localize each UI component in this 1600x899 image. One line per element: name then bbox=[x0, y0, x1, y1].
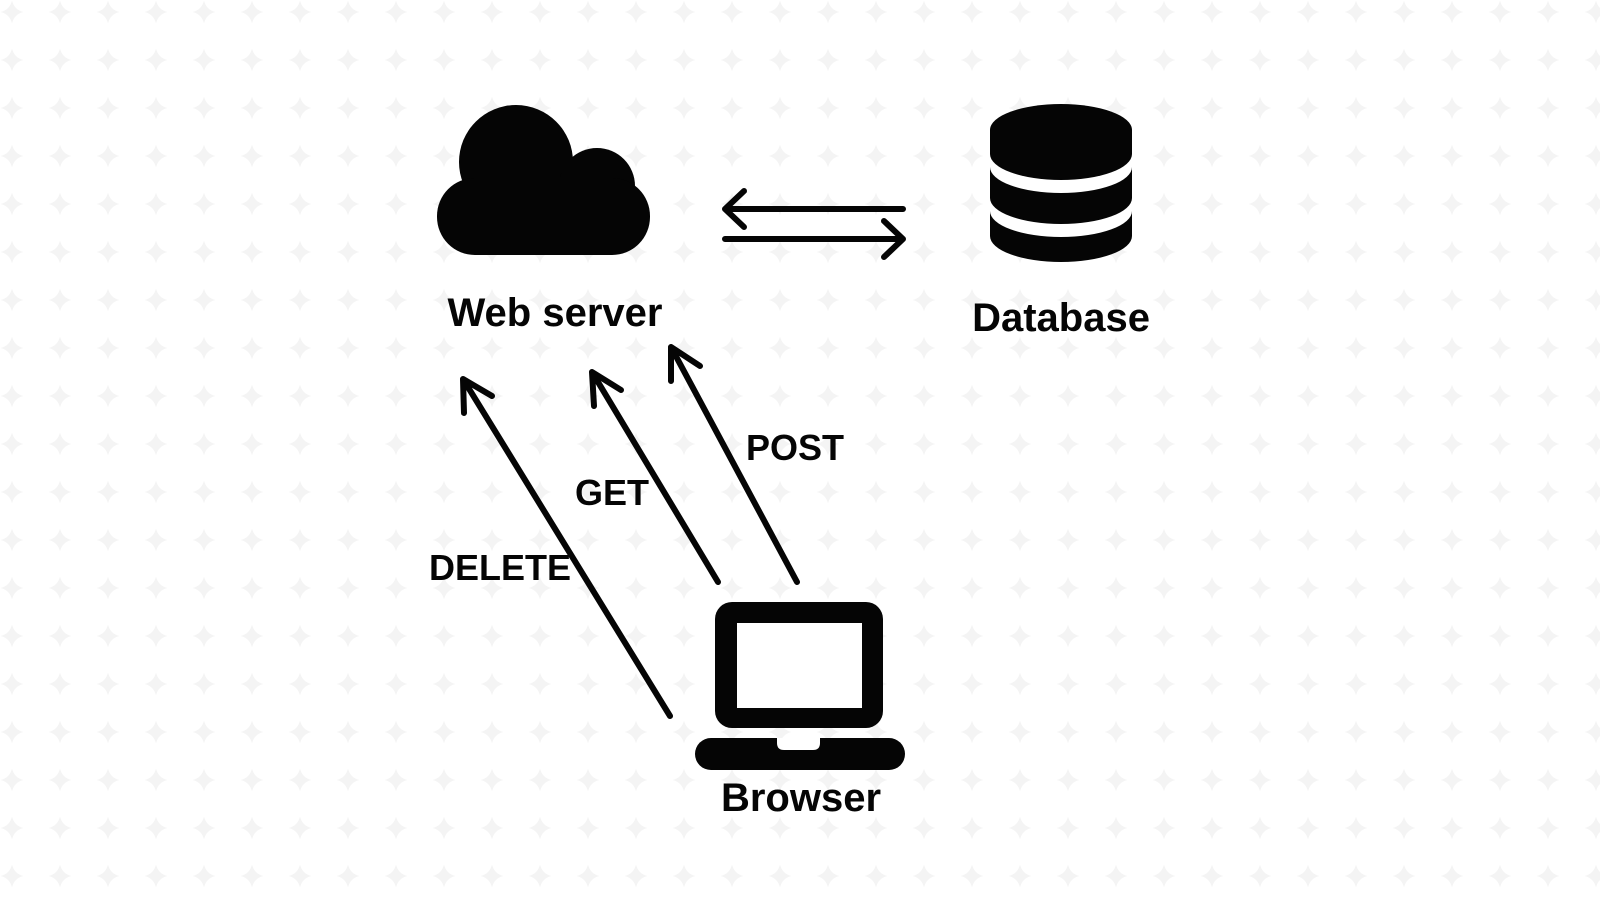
delete-arrow-label: DELETE bbox=[428, 547, 572, 588]
laptop-icon-base bbox=[695, 738, 905, 770]
left-arrow bbox=[722, 188, 906, 230]
laptop-icon-notch bbox=[777, 738, 820, 750]
database-icon bbox=[990, 104, 1132, 262]
database-label: Database bbox=[972, 296, 1150, 340]
database-icon-middle-disk bbox=[990, 167, 1132, 224]
database-icon-top-disk bbox=[990, 104, 1132, 180]
web-server-label: Web server bbox=[447, 291, 663, 335]
get-arrow-label: GET bbox=[574, 472, 650, 513]
laptop-icon-screen bbox=[737, 623, 862, 708]
post-arrow-label: POST bbox=[745, 427, 845, 468]
laptop-icon bbox=[695, 602, 905, 770]
database-icon-bottom-disk bbox=[990, 211, 1132, 262]
cloud-icon bbox=[437, 105, 650, 255]
delete-arrow bbox=[460, 376, 673, 719]
post-arrow bbox=[668, 344, 800, 585]
get-arrow bbox=[589, 369, 721, 585]
cloud-icon-base bbox=[437, 178, 650, 255]
right-arrow bbox=[722, 218, 906, 260]
browser-label: Browser bbox=[720, 776, 882, 820]
